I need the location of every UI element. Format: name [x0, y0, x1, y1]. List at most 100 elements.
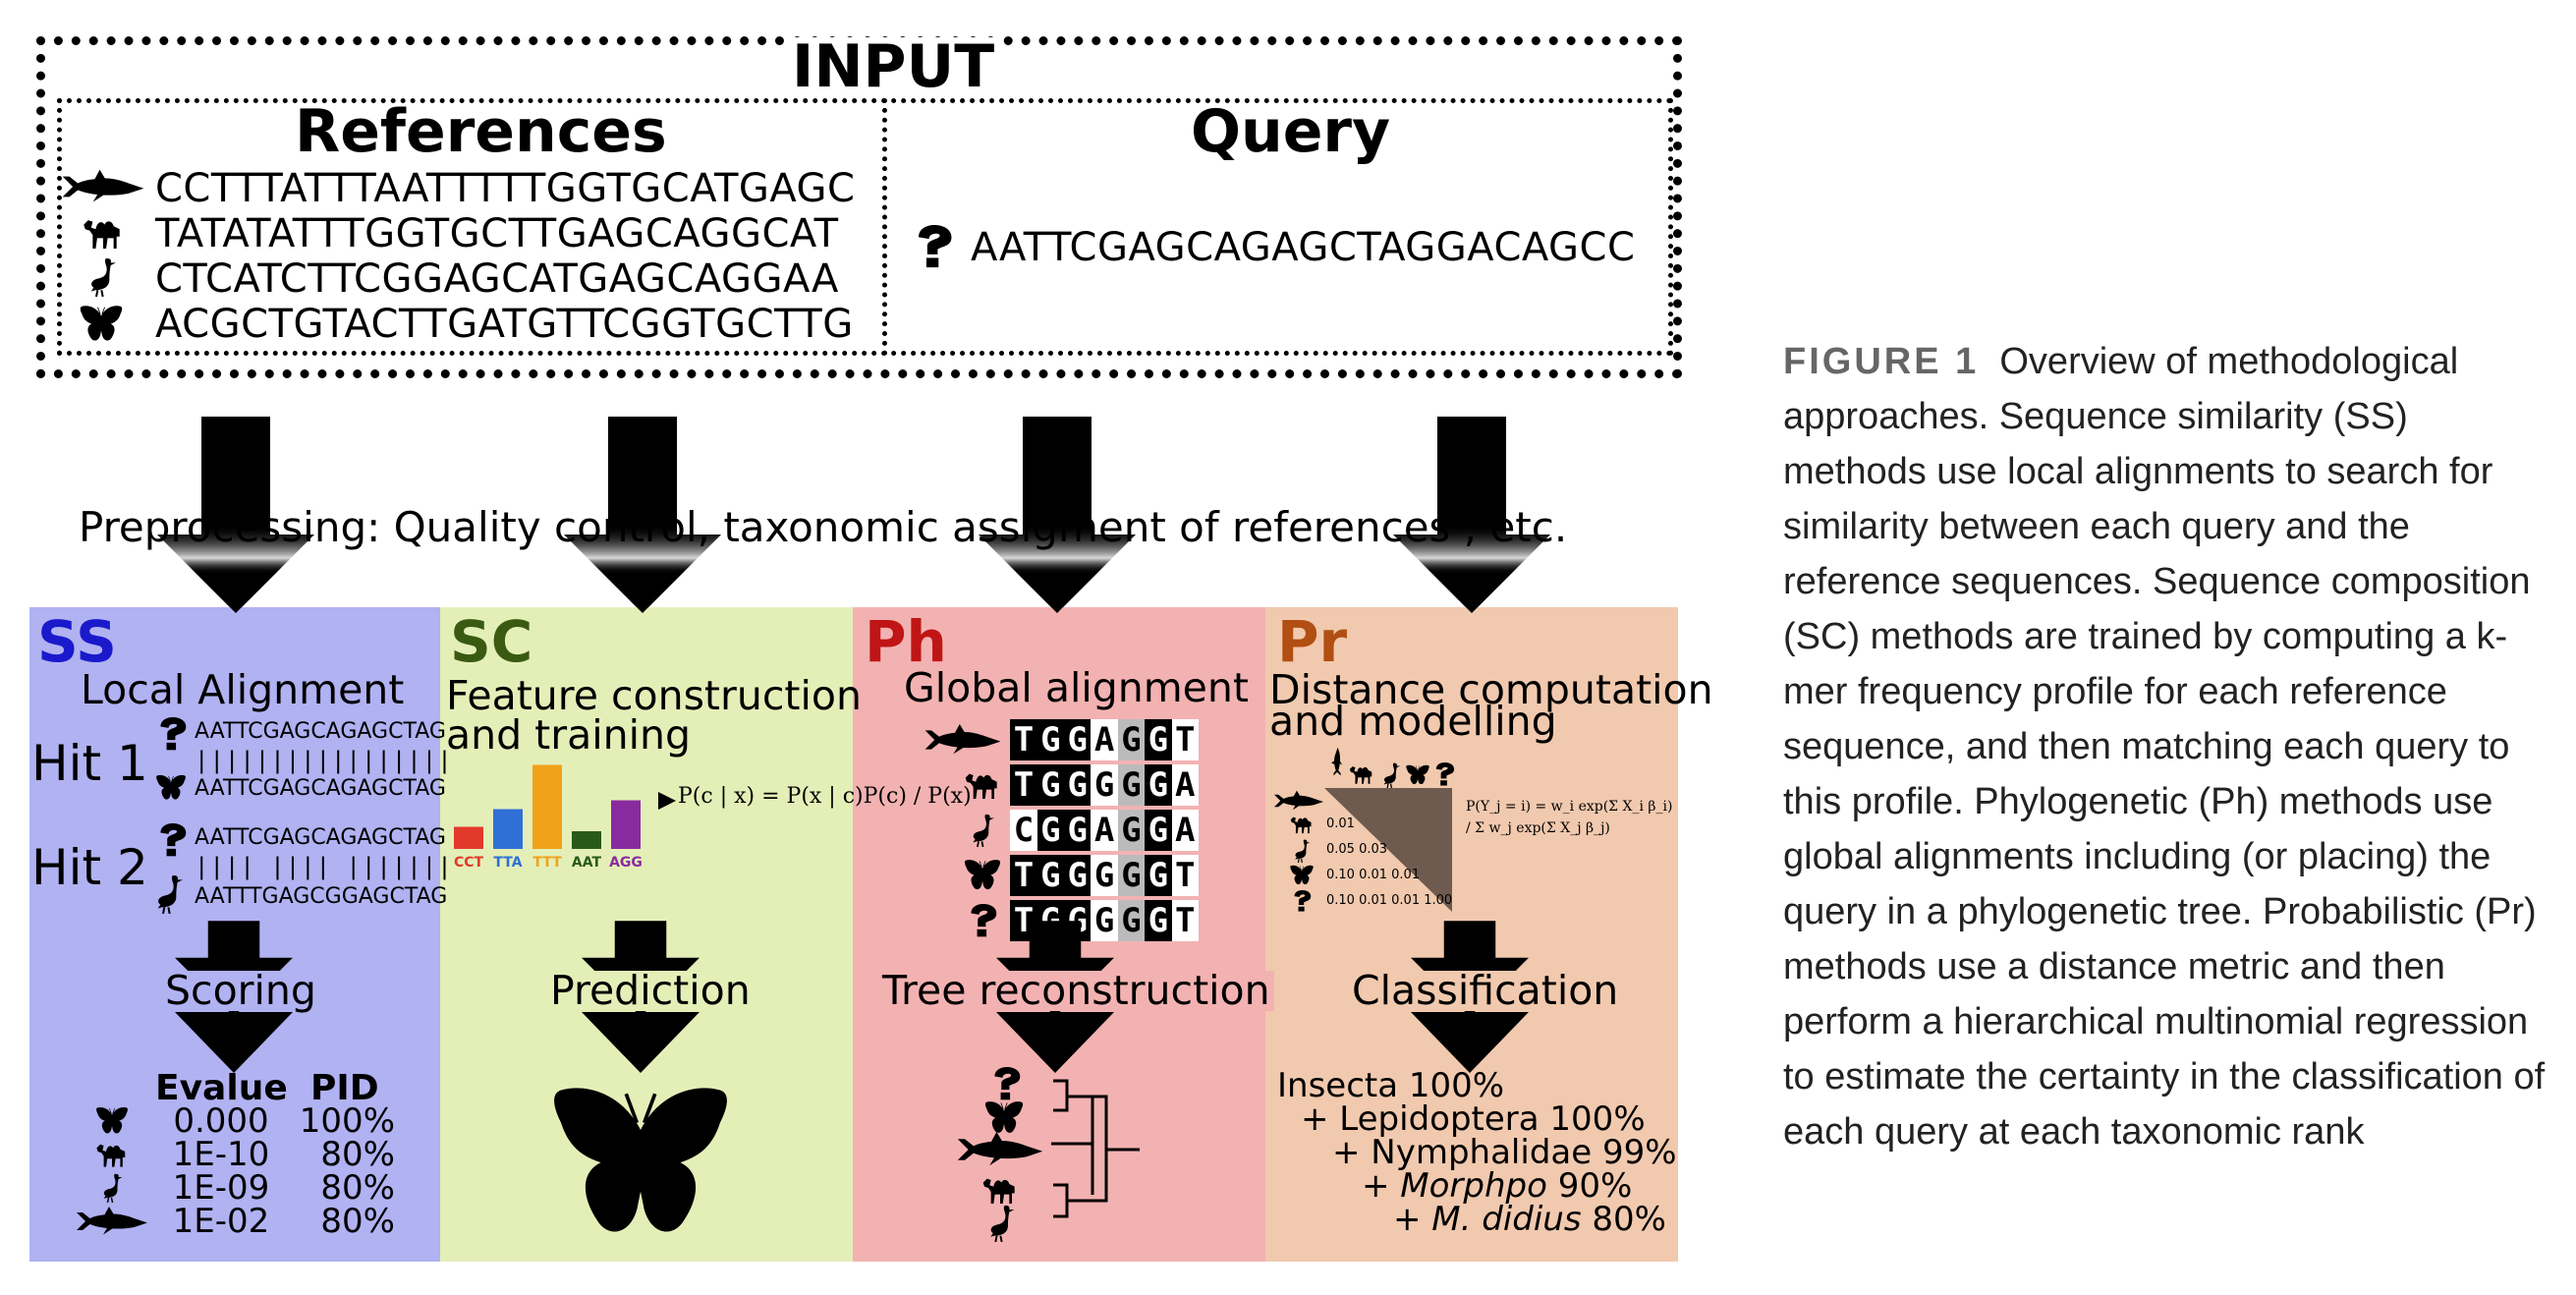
shark-icon [61, 169, 145, 204]
alignment-base: G [1117, 900, 1146, 941]
arrow-down-icon [582, 1012, 700, 1073]
alignment-base: T [1010, 764, 1037, 806]
pr-tag: Pr [1277, 608, 1348, 675]
reference-sequence: TATATATTTGGTGCTTGAGCAGGCAT [155, 211, 839, 256]
alignment-bars: ||||||||||||||||| [195, 747, 453, 774]
classification-line: + M. didius 80% [1393, 1200, 1666, 1239]
butterfly-icon [79, 305, 124, 344]
alignment-base: G [1064, 810, 1092, 851]
alignment-base: G [1145, 719, 1172, 760]
alignment-base: G [1091, 855, 1118, 896]
arrow-down-icon [157, 397, 314, 633]
question-mark-icon [153, 823, 191, 857]
arrow-down-icon [996, 1012, 1114, 1073]
arrow-down-icon [175, 1012, 293, 1073]
pid-cell: 80% [320, 1135, 395, 1174]
kmer-label: AGG [609, 855, 643, 871]
phylogenetic-tree [1051, 1079, 1140, 1218]
table-row: 1E-02 80% [69, 1205, 422, 1238]
prediction-label: Prediction [546, 971, 755, 1011]
kmer-label: CCT [454, 855, 484, 871]
query-title: Query [1191, 97, 1391, 166]
alignment-base: G [1036, 764, 1065, 806]
table-row: 1E-10 80% [69, 1138, 422, 1171]
butterfly-icon [92, 1106, 132, 1136]
bird-icon [1291, 839, 1313, 863]
alignment-base: T [1171, 855, 1199, 896]
shark-icon [949, 1132, 1051, 1167]
alignment-base: G [1145, 900, 1172, 941]
question-mark-icon [912, 224, 955, 269]
reference-sequence: CTCATCTTCGGAGCATGAGCAGGAA [155, 256, 839, 302]
alignment-base: G [1064, 855, 1092, 896]
tree-reconstruction-label: Tree reconstruction [878, 971, 1274, 1011]
butterfly-icon [1289, 865, 1315, 886]
figure-label: FIGURE 1 [1783, 341, 1980, 382]
alignment-base: G [1145, 855, 1172, 896]
pr-title-line2: and modelling [1269, 698, 1557, 745]
question-mark-icon [1291, 890, 1313, 912]
ss-tag: SS [37, 608, 117, 675]
kmer-label: AAT [572, 855, 602, 871]
alignment-query: AATTCGAGCAGAGCTAG [195, 825, 446, 850]
pid-header: PID [310, 1068, 379, 1108]
classification-line: + Morphpo 90% [1362, 1166, 1633, 1206]
taxon-name: Morphpo [1400, 1166, 1547, 1206]
classification-line: + Lepidoptera 100% [1301, 1099, 1646, 1139]
evalue-cell: 1E-10 [172, 1135, 270, 1174]
input-divider [882, 98, 887, 356]
ph-title: Global alignment [904, 664, 1249, 711]
classification-label: Classification [1348, 971, 1623, 1011]
question-mark-icon [980, 1067, 1032, 1100]
evalue-header: Evalue [155, 1068, 288, 1108]
classification-results: Insecta 100%+ Lepidoptera 100%+ Nymphali… [1277, 1069, 1677, 1239]
multinomial-formula: P(Y_j = i) = w_i exp(Σ X_i β_i) / Σ w_j … [1466, 799, 1673, 836]
alignment-base: G [1117, 810, 1146, 851]
alignment-base: G [1091, 764, 1118, 806]
alignment-base: G [1117, 719, 1146, 760]
alignment-base: G [1117, 855, 1146, 896]
question-mark-icon [1432, 762, 1456, 786]
classification-line: + Nymphalidae 99% [1332, 1133, 1677, 1172]
sc-title-line2: and training [446, 711, 692, 759]
alignment-base: A [1171, 810, 1199, 851]
sc-title-line1: Feature construction [446, 672, 862, 719]
alignment-reference: AATTTGAGCGGAGCTAG [195, 884, 448, 909]
pid-cell: 80% [320, 1202, 395, 1241]
matrix-row: 0.10 0.01 0.01 [1326, 868, 1421, 882]
bird-icon [1379, 762, 1403, 788]
caption-text: Overview of methodological approaches. S… [1783, 341, 2546, 1153]
arrow-down-icon [1393, 397, 1550, 633]
evalue-cell: 1E-02 [172, 1202, 270, 1241]
bird-icon [92, 1173, 132, 1203]
camel-icon [1289, 814, 1315, 835]
alignment-base: T [1171, 719, 1199, 760]
evalue-cell: 1E-09 [172, 1168, 270, 1208]
alignment-base: A [1171, 764, 1199, 806]
arrow-down-icon [1411, 1012, 1529, 1073]
hit2-label: Hit 2 [31, 839, 148, 896]
alignment-base: G [1145, 810, 1172, 851]
alignment-base: G [1091, 900, 1118, 941]
camel-icon [1348, 762, 1375, 786]
alignment-base: C [1010, 810, 1037, 851]
camel-icon [963, 768, 1002, 802]
query-sequence: AATTCGAGCAGAGCTAGGACAGCC [971, 225, 1636, 270]
preprocessing-label: Preprocessing: Quality control, taxonomi… [79, 503, 1568, 551]
table-row: 1E-09 80% [69, 1171, 422, 1205]
sc-tag: SC [450, 608, 533, 675]
alignment-base: G [1036, 855, 1065, 896]
kmer-bar [611, 800, 641, 849]
arrow-right-icon [658, 792, 696, 810]
camel-icon [92, 1140, 132, 1169]
pid-cell: 80% [320, 1168, 395, 1208]
pr-title-line1: Distance computation [1269, 666, 1713, 713]
input-inner-frame [57, 98, 1673, 356]
question-mark-icon [153, 717, 191, 751]
distance-matrix-triangle [1324, 788, 1452, 912]
